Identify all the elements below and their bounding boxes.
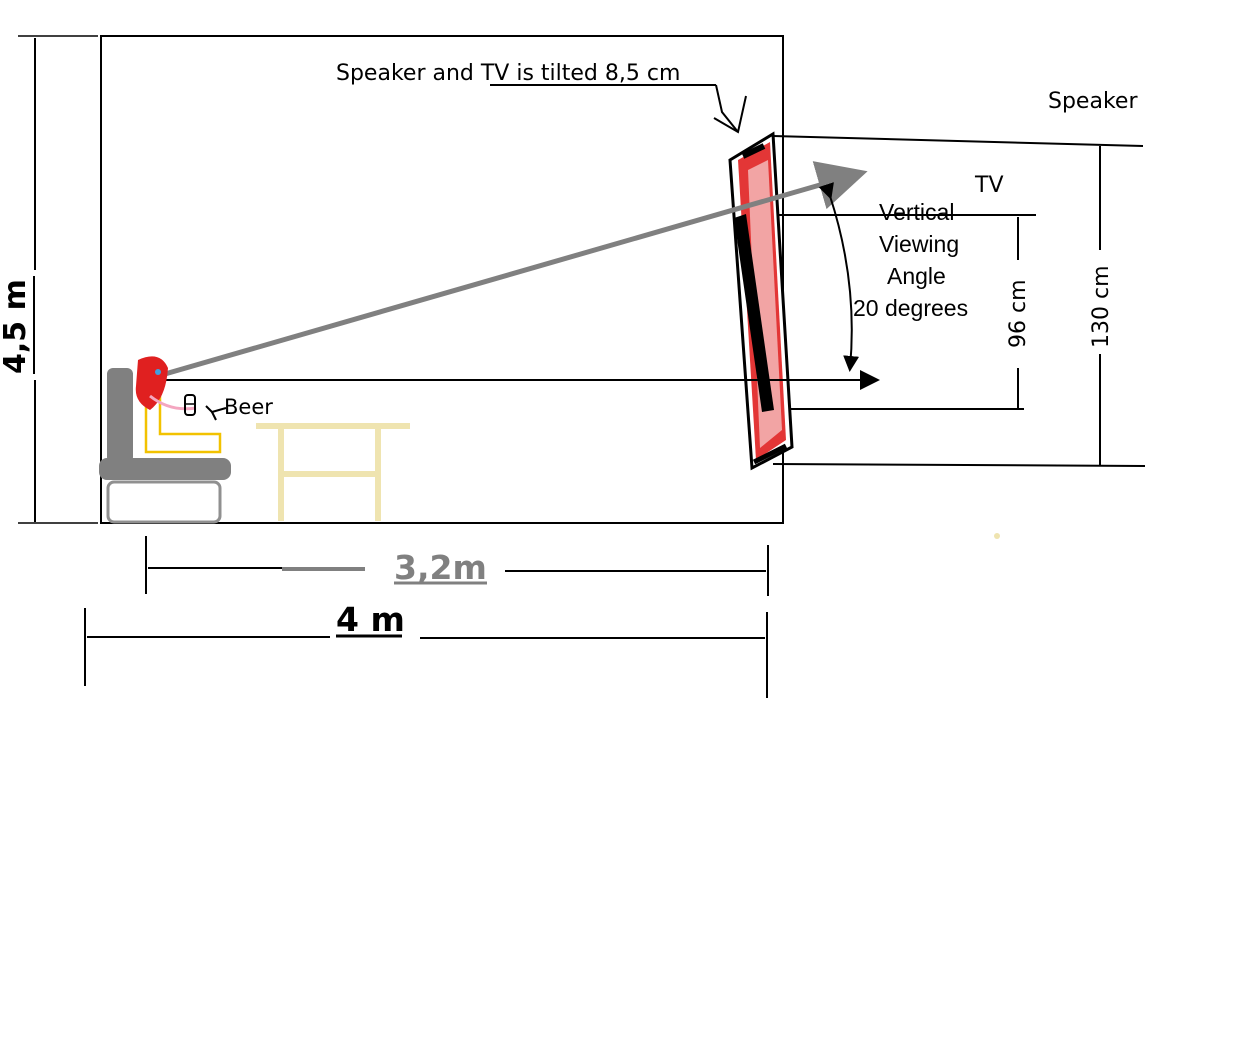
beer-arrow-icon xyxy=(205,405,227,414)
stray-dot xyxy=(994,533,1000,539)
viewing-angle-label: Vertical Viewing Angle 20 degrees xyxy=(853,199,968,321)
viewing-distance-label: 3,2m xyxy=(394,548,487,587)
room-width-dimension: 4 m xyxy=(84,600,768,698)
speaker-height-dimension: 130 cm xyxy=(1089,146,1114,466)
tv-height-label: 96 cm xyxy=(1006,279,1031,348)
speaker-label: Speaker xyxy=(1048,89,1138,114)
upper-sightline xyxy=(157,161,868,379)
viewing-angle-arc xyxy=(818,182,860,372)
viewing-angle-line-2: Viewing xyxy=(879,231,959,257)
extension-lines xyxy=(738,135,1146,467)
chair xyxy=(99,368,231,524)
tv-label: TV xyxy=(974,173,1004,198)
viewing-angle-line-3: Angle xyxy=(887,263,946,289)
person-head xyxy=(135,356,197,411)
tv-height-dimension: 96 cm xyxy=(1006,217,1031,408)
viewing-angle-line-1: Vertical xyxy=(879,199,954,225)
room-width-label: 4 m xyxy=(336,600,405,639)
speaker-height-label: 130 cm xyxy=(1089,265,1114,348)
tilt-arrow-icon xyxy=(715,84,739,133)
room-height-dimension: 4,5 m xyxy=(0,35,98,524)
room-height-label: 4,5 m xyxy=(0,279,33,374)
beer-label: Beer xyxy=(224,395,273,419)
tv-panel xyxy=(734,214,774,412)
room-outline xyxy=(100,35,784,524)
viewing-angle-line-4: 20 degrees xyxy=(853,295,968,321)
coffee-table xyxy=(256,423,410,521)
tilt-note: Speaker and TV is tilted 8,5 cm xyxy=(336,61,680,86)
beer-can-icon xyxy=(184,394,196,416)
viewing-distance-dimension: 3,2m xyxy=(145,536,769,596)
